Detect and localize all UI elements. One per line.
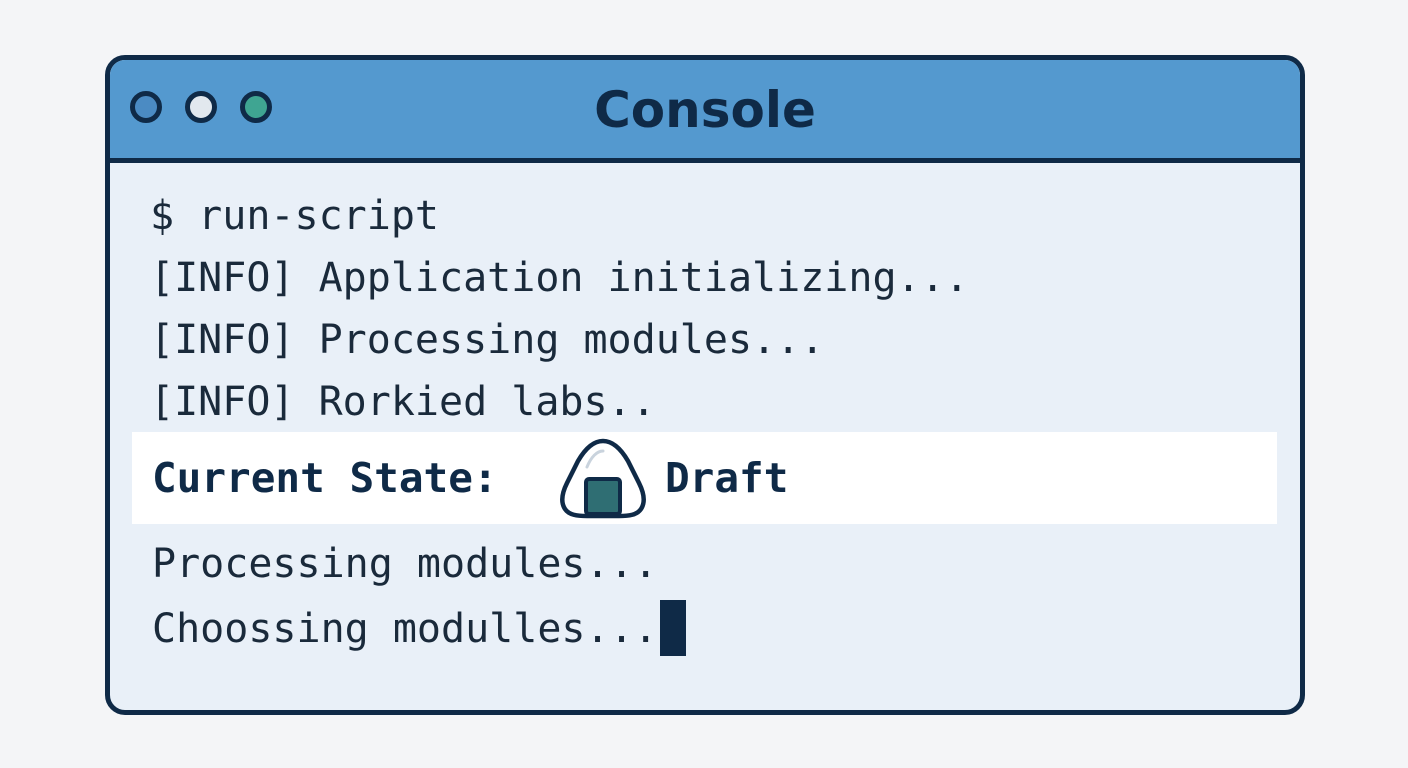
- current-state-value: Draft: [665, 454, 789, 502]
- console-line-info-processing: [INFO] Processing modules...: [150, 317, 825, 363]
- console-line-processing: Processing modules...: [152, 541, 658, 587]
- console-line-info-init: [INFO] Application initializing...: [150, 255, 969, 301]
- onigiri-icon: [560, 438, 646, 519]
- current-state-label: Current State:: [152, 454, 498, 502]
- console-line-info-labs: [INFO] Rorkied labs..: [150, 379, 656, 425]
- console-line-command: $ run-script: [150, 193, 439, 239]
- console-line-choosing: Choossing modulles...: [152, 600, 686, 656]
- window-title: Console: [594, 81, 816, 139]
- current-state-row: Current State: Draft: [132, 432, 1277, 524]
- window-maximize-button[interactable]: [240, 91, 272, 123]
- window-minimize-button[interactable]: [185, 91, 217, 123]
- window-close-button[interactable]: [130, 91, 162, 123]
- text-cursor: [659, 600, 686, 656]
- title-bar: Console: [110, 60, 1300, 163]
- console-line-choosing-text: Choossing modulles...: [152, 606, 658, 652]
- console-window: Console $ run-script [INFO] Application …: [105, 55, 1305, 715]
